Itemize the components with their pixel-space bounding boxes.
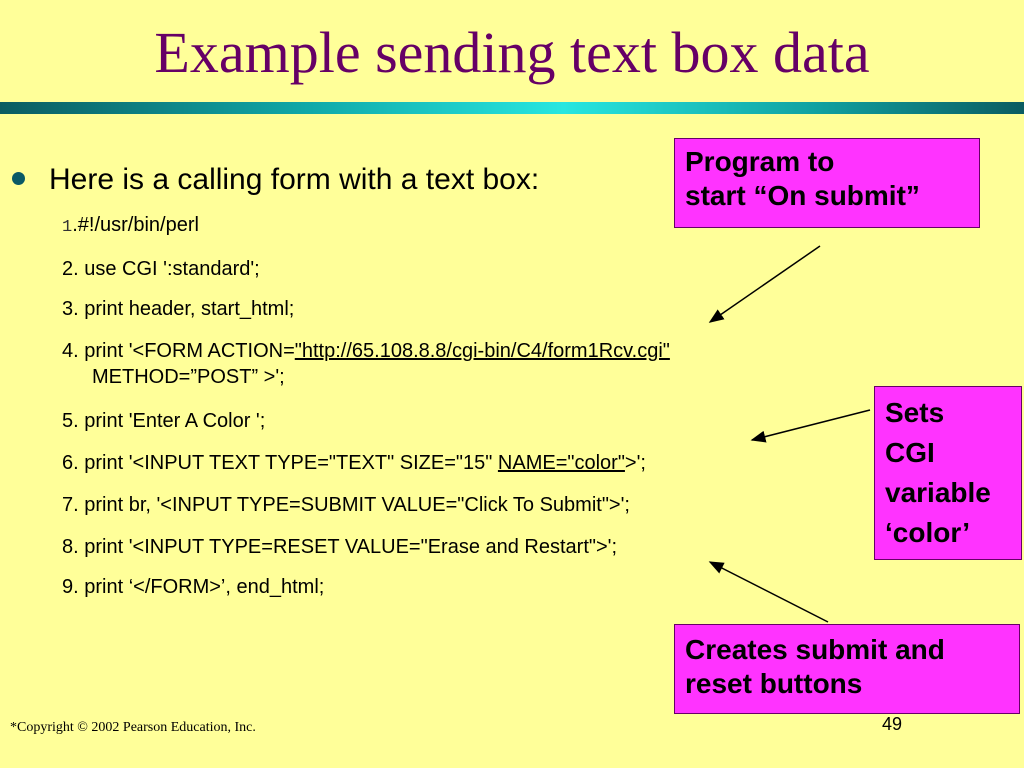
callout-text: Program to <box>685 146 835 177</box>
title-divider <box>0 102 1024 114</box>
slide-title: Example sending text box data <box>154 20 870 85</box>
form-action-link[interactable]: "http://65.108.8.8/cgi-bin/C4/form1Rcv.c… <box>294 340 670 362</box>
callout-creates-buttons: Creates submit and reset buttons <box>674 624 1020 714</box>
name-color-link[interactable]: NAME="color" <box>497 452 625 474</box>
code-text-continued: METHOD=”POST” >'; <box>92 366 285 388</box>
callout-text: CGI <box>885 437 935 468</box>
callout-text: start “On submit” <box>685 180 920 211</box>
bullet-text: Here is a calling form with a text box: <box>49 163 540 196</box>
page-number: 49 <box>882 714 903 734</box>
copyright-notice: *Copyright © 2002 Pearson Education, Inc… <box>10 720 256 735</box>
callout-text: Creates submit and <box>685 634 945 665</box>
callout-sets-variable: Sets CGI variable ‘color’ <box>874 386 1022 560</box>
code-line-7: 7. print br, '<INPUT TYPE=SUBMIT VALUE="… <box>62 494 630 516</box>
callout-text: Sets <box>885 397 945 428</box>
code-line-8: 8. print '<INPUT TYPE=RESET VALUE="Erase… <box>62 536 618 558</box>
code-line-2: 2. use CGI ':standard'; <box>62 258 260 280</box>
code-line-3: 3. print header, start_html; <box>62 298 295 320</box>
bullet-item: Here is a calling form with a text box: <box>12 160 539 200</box>
callout-text: ‘color’ <box>885 517 971 548</box>
code-text: 6. print '<INPUT TEXT TYPE="TEXT" SIZE="… <box>62 452 498 474</box>
bullet-dot-icon <box>12 171 25 185</box>
code-line-5: 5. print 'Enter A Color '; <box>62 410 266 432</box>
code-line-9: 9. print ‘</FORM>’, end_html; <box>62 576 325 598</box>
code-text: .#!/usr/bin/perl <box>72 214 199 236</box>
callout-text: variable <box>885 477 991 508</box>
code-line-1: 1.#!/usr/bin/perl <box>62 212 199 241</box>
arrow-to-name-color <box>750 409 871 443</box>
code-line-4: 4. print '<FORM ACTION="http://65.108.8.… <box>62 338 670 390</box>
callout-program: Program to start “On submit” <box>674 138 980 228</box>
line-number: 1 <box>62 218 73 237</box>
arrow-to-submit-reset <box>708 561 829 623</box>
arrow-to-form-action <box>708 245 821 323</box>
code-text-end: >'; <box>624 452 646 474</box>
code-text: 4. print '<FORM ACTION= <box>62 340 295 362</box>
callout-text: reset buttons <box>685 668 863 699</box>
code-line-6: 6. print '<INPUT TEXT TYPE="TEXT" SIZE="… <box>62 450 646 476</box>
